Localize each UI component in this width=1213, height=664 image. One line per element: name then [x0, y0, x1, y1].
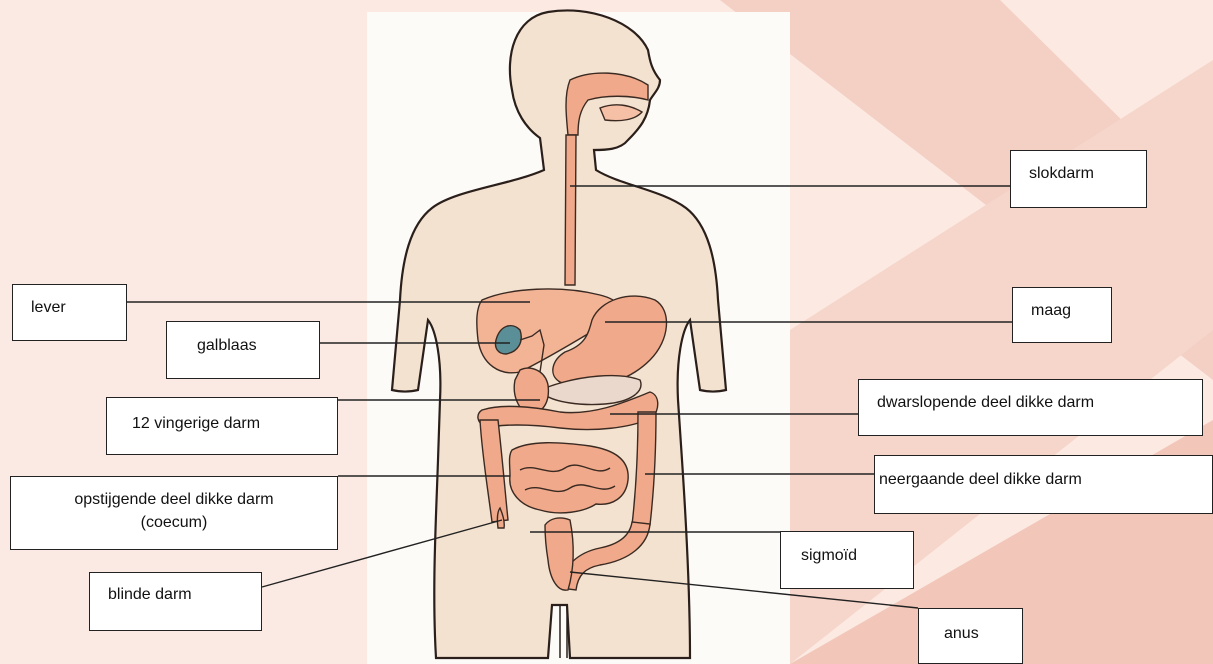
label-opstijgende-line1: opstijgende deel dikke darm — [11, 488, 337, 511]
label-dwarslopende-text: dwarslopende deel dikke darm — [877, 394, 1094, 412]
label-sigmoid: sigmoïd — [780, 531, 914, 589]
label-neergaande: neergaande deel dikke darm — [874, 455, 1213, 514]
label-slokdarm: slokdarm — [1010, 150, 1147, 208]
label-lever-text: lever — [31, 299, 66, 317]
label-12-vingerige-darm-text: 12 vingerige darm — [132, 415, 260, 433]
label-maag-text: maag — [1031, 302, 1071, 320]
label-slokdarm-text: slokdarm — [1029, 165, 1094, 183]
label-galblaas-text: galblaas — [197, 337, 257, 355]
label-anus-text: anus — [944, 625, 979, 643]
label-opstijgende-line2: (coecum) — [11, 511, 337, 534]
label-neergaande-text: neergaande deel dikke darm — [879, 471, 1082, 489]
label-opstijgende: opstijgende deel dikke darm (coecum) — [10, 476, 338, 550]
label-dwarslopende: dwarslopende deel dikke darm — [858, 379, 1203, 436]
label-blinde-darm-text: blinde darm — [108, 586, 192, 604]
label-lever: lever — [12, 284, 127, 341]
esophagus — [565, 135, 576, 285]
label-maag: maag — [1012, 287, 1112, 343]
label-blinde-darm: blinde darm — [89, 572, 262, 631]
label-anus: anus — [918, 608, 1023, 664]
label-sigmoid-text: sigmoïd — [801, 547, 857, 565]
label-galblaas: galblaas — [166, 321, 320, 379]
small-intestine — [510, 443, 629, 513]
label-12-vingerige-darm: 12 vingerige darm — [106, 397, 338, 455]
